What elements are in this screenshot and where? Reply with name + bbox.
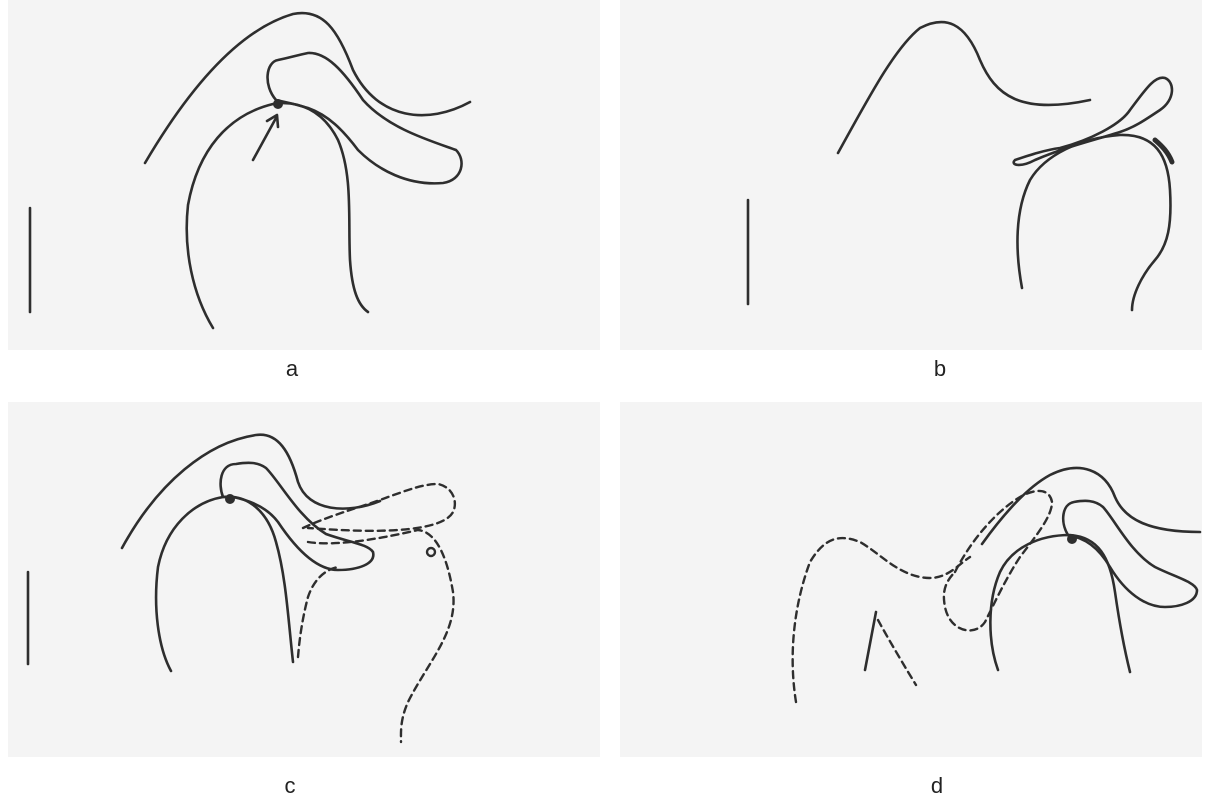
contact-point — [225, 494, 235, 504]
outer-contour — [838, 22, 1090, 153]
outer-contour — [145, 13, 470, 163]
displaced-condyle-contour — [878, 620, 916, 685]
disc-contour — [268, 53, 462, 183]
outer-contour — [982, 468, 1200, 544]
displaced-outer-contour — [793, 538, 970, 702]
panel-d-label: d — [907, 773, 967, 799]
panel-d-drawing — [620, 402, 1202, 757]
displaced-disc-contour — [944, 491, 1052, 630]
panel-b-label: b — [910, 356, 970, 382]
contact-point — [273, 99, 283, 109]
displaced-contact-point — [427, 548, 435, 556]
displaced-disc-contour — [308, 530, 454, 742]
panel-a-drawing — [8, 0, 600, 350]
panel-d — [620, 402, 1202, 757]
panel-b-drawing — [620, 0, 1202, 350]
panel-c-drawing — [8, 402, 600, 757]
condyle-contour — [187, 103, 368, 328]
panel-b — [620, 0, 1202, 350]
panel-a — [8, 0, 600, 350]
condyle-contour — [1017, 135, 1170, 310]
panel-c-label: c — [260, 773, 320, 799]
panel-a-label: a — [262, 356, 322, 382]
scale-bar — [865, 612, 876, 670]
arrow-shaft — [253, 118, 276, 160]
condyle-contour — [156, 497, 293, 671]
disc-contour — [1014, 78, 1172, 165]
condyle-contour — [990, 535, 1130, 672]
contact-point — [1067, 534, 1077, 544]
displaced-condyle-contour — [298, 567, 338, 657]
panel-c — [8, 402, 600, 757]
